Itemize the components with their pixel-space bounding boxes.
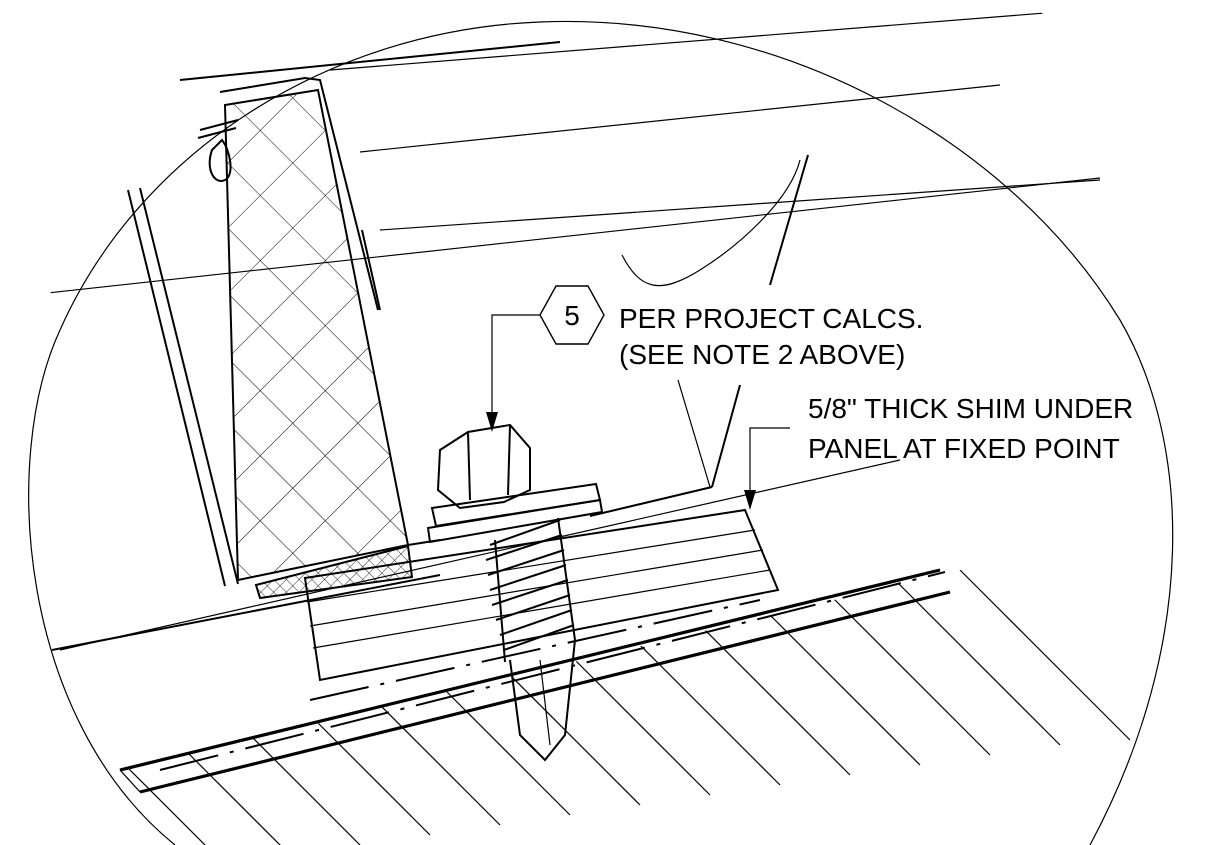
insulated-panel-section <box>127 76 410 587</box>
callout-shim-line2: PANEL AT FIXED POINT <box>808 433 1120 464</box>
callout-fastener-line1: PER PROJECT CALCS. <box>619 303 923 334</box>
detail-boundary <box>28 20 1174 845</box>
callout-shim: 5/8" THICK SHIM UNDER PANEL AT FIXED POI… <box>808 393 1133 464</box>
detail-tag-number: 5 <box>564 300 580 331</box>
callout-shim-line1: 5/8" THICK SHIM UNDER <box>808 393 1133 424</box>
structural-member <box>119 568 1131 845</box>
hex-head-screw <box>426 423 604 762</box>
panel-outline-lines <box>20 0 1208 651</box>
shim-stack <box>303 384 780 682</box>
callout-fastener-line2: (SEE NOTE 2 ABOVE) <box>619 339 905 370</box>
callout-fastener: PER PROJECT CALCS. (SEE NOTE 2 ABOVE) <box>619 303 923 370</box>
break-symbol <box>197 119 239 182</box>
leader-lines <box>486 154 809 510</box>
detail-tag-hexagon: 5 <box>539 285 605 345</box>
